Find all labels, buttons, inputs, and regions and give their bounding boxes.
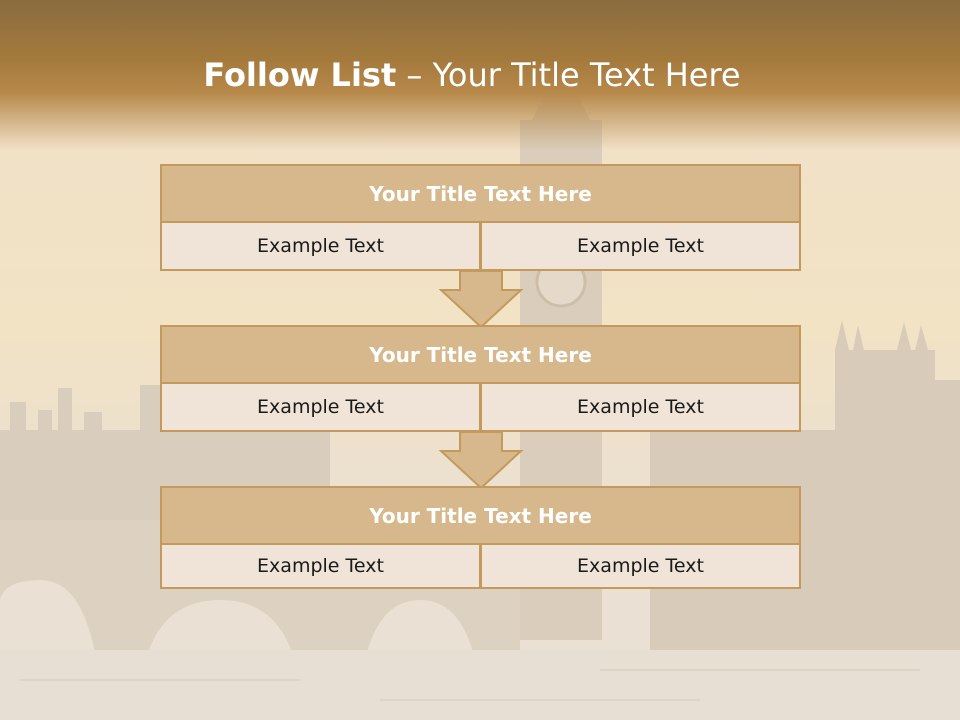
block-title: Your Title Text Here — [160, 164, 801, 223]
title-bar — [0, 0, 960, 150]
block-title: Your Title Text Here — [160, 325, 801, 384]
slide-title: Follow List – Your Title Text Here — [0, 52, 944, 98]
slide-title-rest: – Your Title Text Here — [396, 56, 741, 94]
block-title: Your Title Text Here — [160, 486, 801, 545]
block-cell-left: Example Text — [160, 543, 481, 589]
block-cell-left: Example Text — [160, 221, 481, 271]
down-arrow-icon — [438, 270, 524, 329]
block-cell-right: Example Text — [480, 543, 801, 589]
block-cell-right: Example Text — [480, 382, 801, 432]
slide-title-bold: Follow List — [203, 56, 397, 94]
block-cell-right: Example Text — [480, 221, 801, 271]
down-arrow-icon — [438, 431, 524, 490]
block-cell-left: Example Text — [160, 382, 481, 432]
